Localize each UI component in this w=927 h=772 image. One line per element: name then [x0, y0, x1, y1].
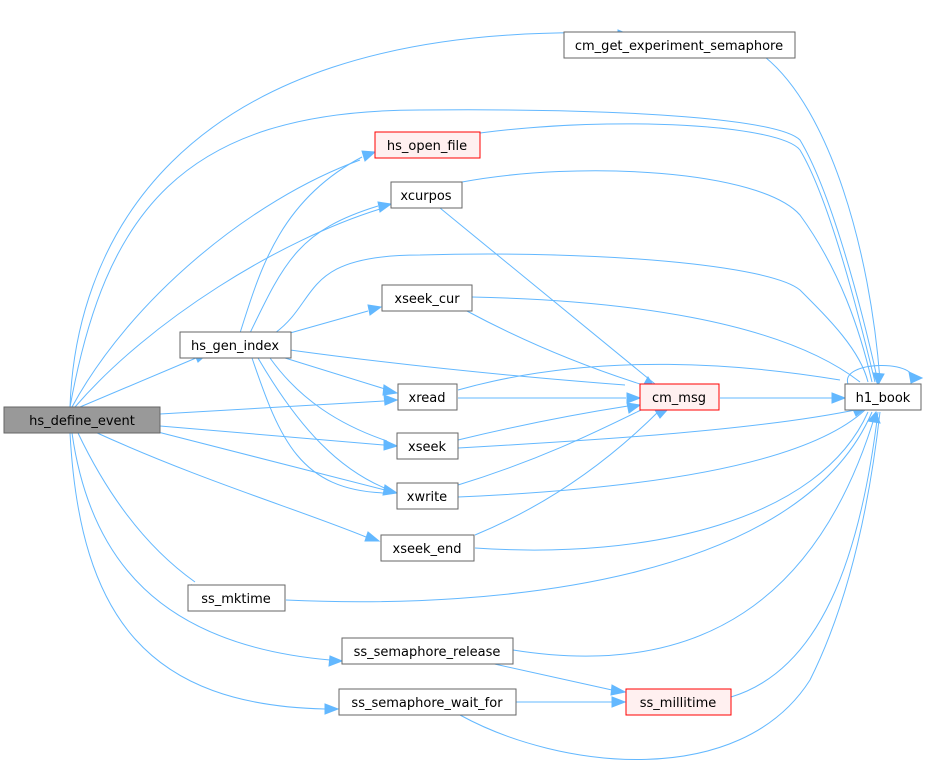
arrowhead-xseek-a: [383, 439, 399, 451]
edge-ss-mktime-to-h1-book: [285, 411, 873, 603]
arrowhead-hs-open-file: [361, 150, 377, 162]
node-hs-gen-index-label: hs_gen_index: [191, 339, 279, 354]
edge-xread-to-h1-book: [457, 363, 841, 391]
edge-xseek-to-cm-msg: [457, 405, 629, 441]
edge-hs-gen-index-to-xseek-cur: [289, 310, 369, 334]
node-xseek-cur-label: xseek_cur: [394, 292, 460, 307]
node-hs-open-file-label: hs_open_file: [387, 139, 467, 154]
node-ss-semaphore-release-label: ss_semaphore_release: [354, 645, 501, 660]
arrowhead-ss-millitime-b: [610, 684, 627, 696]
arrowhead-xread-a: [383, 394, 399, 406]
node-cm-get-experiment-semaphore[interactable]: cm_get_experiment_semaphore: [563, 31, 796, 59]
edge-hs-gen-index-to-xread: [284, 357, 386, 390]
arrowhead-xwrite-a: [382, 484, 399, 496]
edges: [69, 32, 913, 761]
edge-xcurpos-to-cm-msg: [439, 207, 656, 385]
edge-ss-semaphore-wait-for-to-h1-book: [459, 411, 881, 761]
edge-ss-semaphore-release-to-ss-millitime: [489, 662, 613, 691]
edge-hs-gen-index-to-xwrite: [257, 357, 388, 490]
node-hs-gen-index[interactable]: hs_gen_index: [179, 331, 292, 359]
edge-xcurpos-to-h1-book: [461, 170, 873, 383]
node-xseek-end[interactable]: xseek_end: [380, 534, 475, 562]
node-cm-msg-label: cm_msg: [652, 391, 706, 406]
arrowheads: [191, 29, 924, 715]
node-xwrite-label: xwrite: [407, 490, 447, 505]
node-xseek[interactable]: xseek: [396, 432, 459, 460]
edge-xseek-cur-to-cm-msg: [464, 309, 641, 385]
edge-xseek-end-to-h1-book: [474, 411, 869, 551]
edge-hs-define-event-to-hs-gen-index: [79, 357, 197, 408]
arrowhead-ss-millitime: [611, 696, 627, 708]
node-ss-semaphore-release[interactable]: ss_semaphore_release: [341, 637, 514, 665]
edge-hs-define-event-to-ss-mktime: [77, 432, 196, 583]
node-xwrite[interactable]: xwrite: [396, 482, 459, 510]
edge-hs-define-event-to-xwrite: [149, 429, 386, 491]
arrowhead-xseek-cur: [367, 304, 383, 316]
arrowhead-h1-book-self: [908, 371, 924, 384]
edge-hs-define-event-to-xseek: [159, 425, 385, 446]
node-cm-msg[interactable]: cm_msg: [639, 383, 720, 411]
node-hs-define-event-label: hs_define_event: [29, 414, 135, 429]
node-xread[interactable]: xread: [397, 383, 458, 411]
edge-hs-open-file-to-h1-book: [479, 123, 876, 383]
node-ss-millitime[interactable]: ss_millitime: [625, 688, 732, 716]
node-xseek-cur[interactable]: xseek_cur: [381, 284, 473, 312]
edge-hs-gen-index-to-hs-open-file: [239, 156, 363, 334]
node-ss-millitime-label: ss_millitime: [640, 696, 717, 711]
edge-hs-gen-index-to-xseek: [269, 357, 388, 442]
arrowhead-ss-semaphore-release: [328, 655, 344, 667]
arrowhead-xcurpos: [377, 201, 393, 213]
node-ss-mktime[interactable]: ss_mktime: [187, 584, 286, 612]
nodes: hs_define_event cm_get_experiment_semaph…: [3, 31, 922, 716]
edge-xseek-cur-to-h1-book: [471, 296, 861, 383]
edge-hs-define-event-to-xseek-end: [94, 431, 367, 538]
edge-hs-gen-index-to-h1-book-top: [274, 253, 869, 383]
node-xcurpos-label: xcurpos: [400, 189, 451, 204]
edge-hs-gen-index-to-cm-msg: [289, 349, 626, 386]
arrowhead-h1-book-b: [872, 372, 885, 387]
edge-xwrite-to-h1-book: [457, 409, 866, 498]
edge-xwrite-to-cm-msg: [457, 408, 644, 486]
arrowhead-cm-msg-a: [626, 392, 642, 404]
edge-ss-semaphore-release-to-h1-book: [512, 411, 877, 657]
edge-hs-gen-index-to-xcurpos: [249, 205, 379, 334]
edge-ss-millitime-to-h1-book: [730, 411, 879, 698]
edge-hs-define-event-to-cm-get-experiment-semaphore: [69, 32, 620, 408]
edge-hs-define-event-to-xcurpos: [74, 208, 381, 408]
edge-cm-get-experiment-semaphore-to-h1-book: [764, 56, 881, 381]
node-h1-book[interactable]: h1_book: [844, 383, 922, 411]
edge-xseek-end-to-cm-msg: [474, 409, 661, 536]
node-h1-book-label: h1_book: [856, 391, 911, 406]
arrowhead-xread-b: [382, 384, 399, 396]
node-ss-semaphore-wait-for-label: ss_semaphore_wait_for: [351, 696, 503, 711]
edge-hs-define-event-to-h1-book-top: [69, 109, 879, 408]
arrowhead-ss-semaphore-wait-for: [324, 703, 340, 715]
node-xseek-label: xseek: [408, 440, 446, 455]
node-hs-define-event[interactable]: hs_define_event: [3, 406, 161, 434]
node-xcurpos[interactable]: xcurpos: [390, 181, 463, 209]
edge-hs-gen-index-to-xseek-end: [251, 357, 386, 494]
node-ss-semaphore-wait-for[interactable]: ss_semaphore_wait_for: [338, 688, 517, 716]
node-hs-open-file[interactable]: hs_open_file: [374, 131, 481, 159]
arrowhead-cm-msg-d: [626, 402, 642, 414]
node-xread-label: xread: [409, 391, 446, 406]
arrowhead-h1-book-d: [867, 411, 881, 424]
arrowhead-h1-book-a: [831, 392, 847, 404]
edge-hs-define-event-to-xread: [159, 400, 385, 415]
edge-hs-define-event-to-ss-semaphore-release: [71, 432, 331, 661]
arrowhead-xseek-end: [364, 531, 381, 542]
edge-hs-define-event-to-hs-open-file: [71, 159, 361, 408]
node-cm-get-experiment-semaphore-label: cm_get_experiment_semaphore: [575, 39, 783, 54]
edge-xseek-to-h1-book: [457, 408, 861, 449]
node-ss-mktime-label: ss_mktime: [201, 592, 271, 607]
node-xseek-end-label: xseek_end: [393, 542, 462, 557]
edge-hs-define-event-to-ss-semaphore-wait-for: [69, 432, 326, 710]
